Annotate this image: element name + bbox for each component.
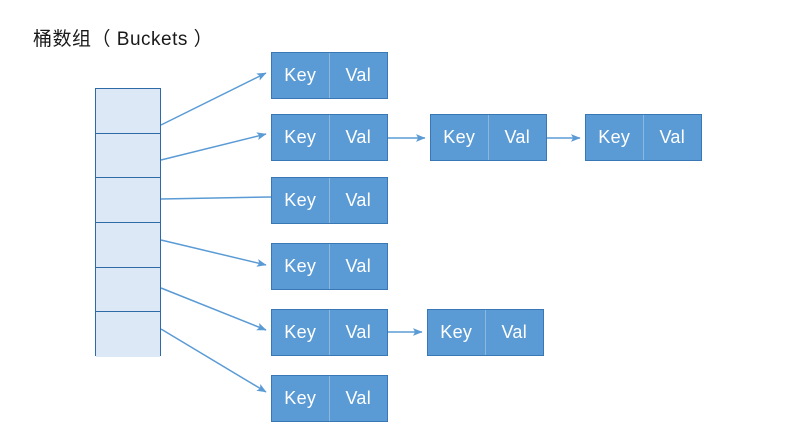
chain-1-node-2-val: Val [659,127,686,147]
chain-0-node-0[interactable]: Key Val [271,52,388,99]
chain-4-node-1-key: Key [428,310,486,355]
bucket-cell-1[interactable] [96,133,160,179]
chain-5-node-0-val: Val [345,388,372,408]
edge-bucket-2-to-node [160,196,272,200]
chain-1-node-0-val: Val [345,127,372,147]
chain-5-node-0[interactable]: Key Val [271,375,388,422]
chain-1-node-1-val: Val [504,127,531,147]
chain-2-node-0-val: Val [345,190,372,210]
edge-bucket-3-to-node [160,239,267,267]
edge-bucket-1-to-node [160,132,267,161]
chain-4-node-0[interactable]: Key Val [271,309,388,356]
chain-1-node-2-key: Key [586,115,644,160]
chain-4-node-1[interactable]: Key Val [427,309,544,356]
bucket-cell-2[interactable] [96,178,160,223]
chain-1-node-1-key: Key [431,115,489,160]
chain-4-node-1-val: Val [501,322,528,342]
chain-4-node-0-key: Key [272,310,330,355]
chain-4-node-0-val: Val [345,322,372,342]
diagram-title: 桶数组（ Buckets ） [33,29,214,50]
chain-0-node-0-val: Val [345,65,372,85]
chain-2-node-0[interactable]: Key Val [271,177,388,224]
chain-1-node-2[interactable]: Key Val [585,114,702,161]
chain-3-node-0-val: Val [345,256,372,276]
chain-3-node-0-key: Key [272,244,330,289]
bucket-cell-4[interactable] [96,267,160,313]
bucket-cell-0[interactable] [96,89,160,134]
chain-5-node-0-key: Key [272,376,330,421]
bucket-cell-5[interactable] [96,312,160,357]
edge-bucket-0-to-node [160,72,267,126]
edge-bucket-4-to-node [160,287,267,331]
chain-1-node-0-key: Key [272,115,330,160]
edge-bucket-5-to-node [160,328,267,393]
chain-1-node-0[interactable]: Key Val [271,114,388,161]
chain-0-node-0-key: Key [272,53,330,98]
bucket-array[interactable] [95,88,161,357]
chain-3-node-0[interactable]: Key Val [271,243,388,290]
chain-1-node-1[interactable]: Key Val [430,114,547,161]
chain-2-node-0-key: Key [272,178,330,223]
bucket-cell-3[interactable] [96,222,160,268]
